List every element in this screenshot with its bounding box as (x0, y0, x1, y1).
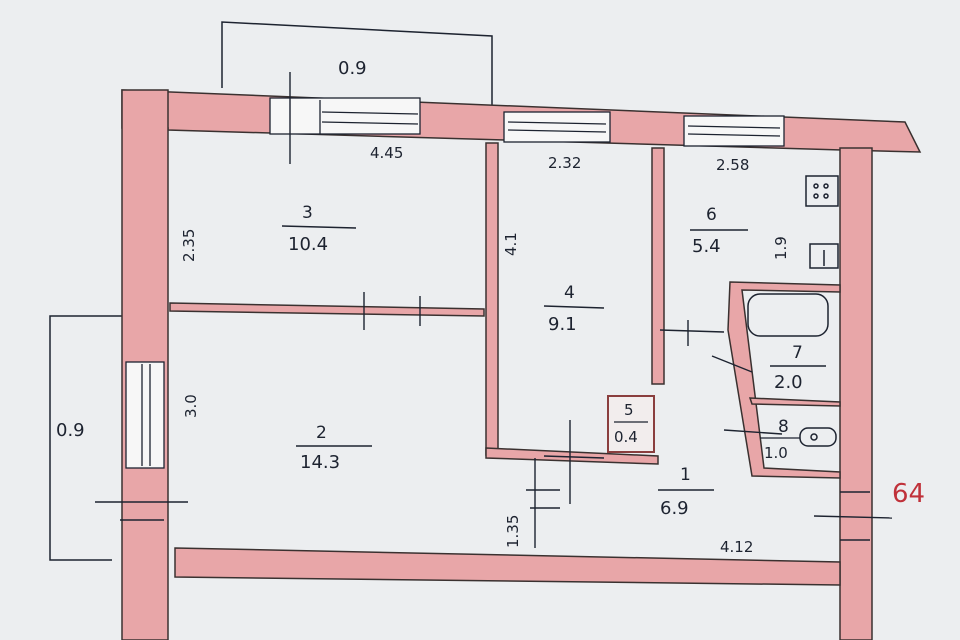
room-5-number: 5 (624, 401, 634, 419)
dim-balcony-top: 0.9 (338, 58, 367, 79)
dim-room6-height: 1.9 (772, 236, 790, 260)
wall-rooms-divider (169, 302, 485, 317)
room-6-area: 5.4 (692, 236, 721, 257)
room-labels: 3 10.4 2 14.3 4 9.1 5 0.4 6 5.4 7 2.0 8 … (281, 203, 826, 519)
stamp-number: 64 (892, 479, 925, 509)
room-3-area: 10.4 (288, 234, 328, 255)
balcony-left-outline (49, 315, 124, 561)
room-3-number: 3 (302, 203, 313, 223)
dim-corridor-height: 1.35 (504, 515, 522, 548)
window-room6 (683, 115, 785, 147)
fixtures (747, 175, 839, 447)
balcony-top-outline (221, 21, 493, 106)
dim-room2-height: 3.0 (182, 394, 200, 418)
room-8-number: 8 (778, 417, 789, 437)
wall-right (839, 147, 873, 640)
dim-room3-height: 2.35 (180, 229, 198, 262)
walls (121, 89, 922, 640)
wall-room4-left (485, 142, 499, 456)
window-room3 (269, 97, 421, 135)
window-room4 (503, 111, 611, 143)
wall-room4-right (651, 147, 665, 385)
wall-bathroom (727, 281, 841, 479)
wall-room4-bottom (485, 447, 659, 465)
room-4-area: 9.1 (548, 314, 577, 335)
room-7-number: 7 (792, 343, 803, 363)
room-4-number: 4 (564, 283, 575, 303)
toilet-icon (799, 427, 837, 447)
room-8-area: 1.0 (764, 444, 788, 462)
room-2-area: 14.3 (300, 452, 340, 473)
dimension-labels: 0.9 0.9 4.45 2.32 2.58 4.12 2.35 3.0 4.1… (56, 58, 790, 556)
stove-icon (805, 175, 839, 207)
dim-room6-width: 2.58 (716, 156, 749, 174)
room-1-area: 6.9 (660, 498, 689, 519)
room-6-number: 6 (706, 205, 717, 225)
window-room2 (125, 361, 165, 469)
dim-room4-width: 2.32 (548, 154, 581, 172)
door-marks (95, 72, 893, 548)
bathtub-icon (747, 293, 829, 337)
sink-icon (809, 243, 839, 269)
room-7-area: 2.0 (774, 372, 803, 393)
wall-bottom (174, 547, 841, 586)
dim-corridor-width: 4.12 (720, 538, 753, 556)
dim-balcony-left: 0.9 (56, 420, 85, 441)
room-5-area: 0.4 (614, 428, 638, 446)
room-2-number: 2 (316, 423, 327, 443)
dim-room4-height: 4.1 (502, 232, 520, 256)
windows (125, 97, 785, 469)
dim-room3-width: 4.45 (370, 144, 403, 162)
room-1-number: 1 (680, 465, 691, 485)
closet-room5 (607, 395, 655, 453)
wall-wc-divider (748, 397, 841, 407)
